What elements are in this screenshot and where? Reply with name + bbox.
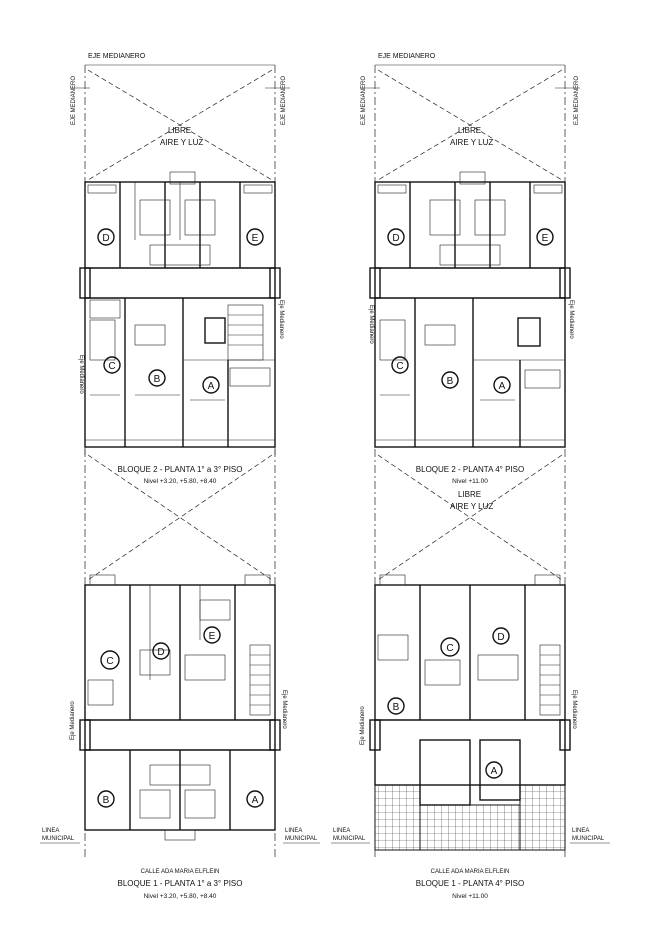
eje-medianero-side-label: EJE MEDIANERO [71,76,77,125]
eje-mediano-left: Eje Medianero [78,355,84,394]
aire-luz-top-label: AIRE Y LUZ [160,138,203,147]
libre-top-label-rc: LIBRE [458,126,481,135]
unit-label-c-rc: C [396,361,403,372]
eje-mediano-right: Eje Medianero [278,300,284,339]
bloque1-plan [79,574,281,841]
libre-mid-label-rc: LIBRE [458,490,481,499]
unit-label-d-b1: D [157,647,164,658]
unit-label-d: D [102,233,109,244]
bloque1-plan-r [369,574,571,851]
linea-label-rc: LINEA [333,828,350,834]
unit-label-e: E [252,233,259,244]
unit-markers-b1-left: C D E B A [97,626,264,808]
municipal-label-rc: MUNICIPAL [333,836,366,842]
unit-label-e-rc: E [542,233,549,244]
bloque2-plan [79,171,281,455]
bloque1-nivel: Nivel +3.20, +5.80, +8.40 [144,893,217,900]
unit-label-b: B [154,374,161,385]
eje-mediano-left-rc: Eje Medianero [368,305,374,344]
eje-mediano-right-rc: Eje Medianero [568,300,574,339]
calle-label-rc: CALLE ADA MARIA ELFLEIN [431,869,510,875]
eje-medianero-side-label-r: EJE MEDIANERO [281,76,287,125]
linea-label-r: LINEA [285,828,302,834]
eje-mediano-right-b1: Eje Medianero [281,690,287,729]
eje-mediano-left-b1-rc: Eje Medianero [360,706,366,745]
calle-label: CALLE ADA MARIA ELFLEIN [141,869,220,875]
bloque2-title: BLOQUE 2 - PLANTA 1° a 3° PISO [118,465,243,474]
unit-label-c-b1-rc: C [446,643,453,654]
unit-label-c-b1: C [106,656,113,667]
unit-label-b-b1-rc: B [393,702,400,713]
terrace-center [419,804,521,851]
eje-medianero-side-label-rc2: EJE MEDIANERO [574,76,580,125]
libre-top-label: LIBRE [168,126,191,135]
bloque2-plan-r [369,171,571,448]
unit-label-a-b1-rc: A [491,766,498,777]
unit-markers-b1-right: C D B A [387,627,510,779]
linea-label-rc2: LINEA [572,828,589,834]
unit-markers-b2-right: D E C B A [387,228,554,394]
bloque1-nivel-rc: Nivel +11.00 [452,893,488,900]
unit-label-b-b1: B [103,795,110,806]
aire-luz-top-label-rc: AIRE Y LUZ [450,138,493,147]
unit-label-a-b1: A [252,795,259,806]
eje-mediano-left-b1: Eje Medianero [70,701,76,740]
unit-label-e-b1: E [209,631,216,642]
open-court-top [87,69,273,181]
terrace-left [374,784,421,851]
bloque1-title: BLOQUE 1 - PLANTA 1° a 3° PISO [118,879,243,888]
unit-label-d-b1-rc: D [497,632,504,643]
left-plan-column [70,64,290,860]
municipal-label-rc2: MUNICIPAL [572,836,605,842]
bloque2-title-rc: BLOQUE 2 - PLANTA 4° PISO [416,465,524,474]
open-court-top-r [377,69,563,181]
eje-mediano-right-b1-rc: Eje Medianero [571,690,577,729]
open-court-middle [87,454,273,581]
terrace-right [519,784,566,851]
aire-luz-mid-label-rc: AIRE Y LUZ [450,502,493,511]
bloque2-nivel-rc: Nivel +11.00 [452,478,488,485]
unit-label-b-rc: B [447,376,454,387]
eje-medianero-top-label: EJE MEDIANERO [88,53,146,60]
linea-label: LINEA [42,828,59,834]
unit-label-a: A [208,381,215,392]
unit-label-c: C [108,361,115,372]
right-plan-column [360,64,580,860]
bloque1-title-rc: BLOQUE 1 - PLANTA 4° PISO [416,879,524,888]
eje-medianero-side-label-rc: EJE MEDIANERO [361,76,367,125]
unit-label-d-rc: D [392,233,399,244]
unit-label-a-rc: A [499,381,506,392]
municipal-label: MUNICIPAL [42,836,75,842]
eje-medianero-top-label-rc: EJE MEDIANERO [378,53,436,60]
bloque2-nivel: Nivel +3.20, +5.80, +8.40 [144,478,217,485]
unit-markers-b2-left: D E C B A [97,228,264,394]
open-court-middle-r [377,454,563,581]
municipal-label-r: MUNICIPAL [285,836,318,842]
